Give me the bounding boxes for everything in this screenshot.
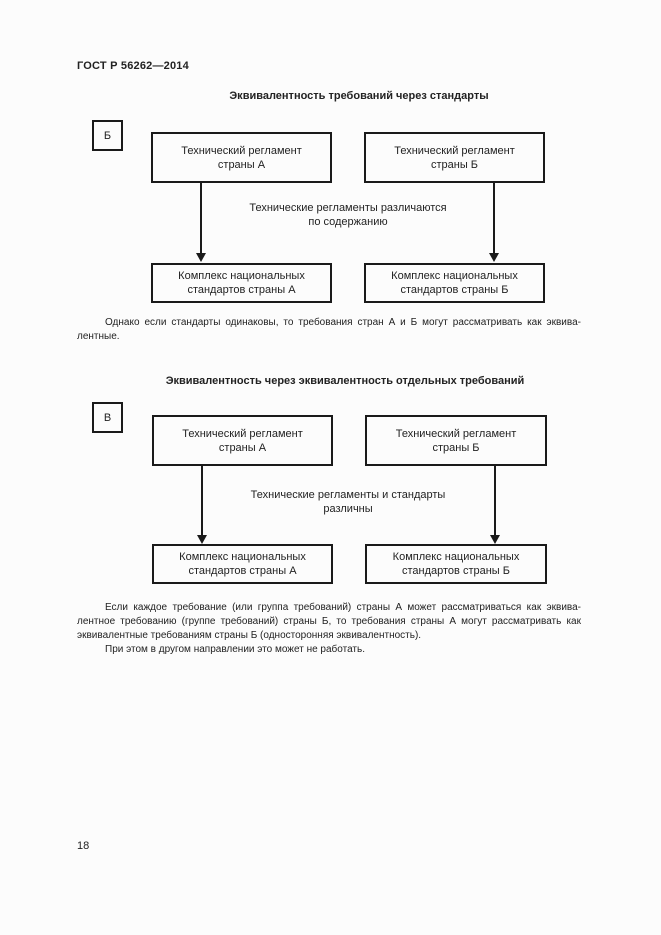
figure-b-box-standards-country-b: Комплекс национальных стандартов страны …: [364, 263, 545, 303]
arrow-head-icon: [490, 535, 500, 544]
figure-v-title: Эквивалентность через эквивалентность от…: [165, 375, 525, 387]
figure-b-label: Б: [103, 129, 112, 142]
figure-b-box-tech-reg-country-b: Технический регламент страны Б: [364, 132, 545, 183]
paragraph-line: Однако если стандарты одинаковы, то треб…: [105, 317, 581, 328]
figure-b-label-box: Б: [92, 120, 123, 151]
paragraph-line: Если каждое требование (или группа требо…: [105, 602, 581, 613]
figure-v-label: В: [103, 411, 112, 424]
arrow-line: [200, 183, 202, 254]
figure-v-arrow-caption: Технические регламенты и стандарты разли…: [250, 489, 446, 515]
figure-v-label-box: В: [92, 402, 123, 433]
document-header: ГОСТ Р 56262—2014: [77, 60, 189, 72]
paragraph-after-figure-b: Однако если стандарты одинаковы, то треб…: [77, 316, 581, 344]
arrow-line: [494, 466, 496, 536]
arrow-head-icon: [489, 253, 499, 262]
figure-b-box-standards-country-a: Комплекс национальных стандартов страны …: [151, 263, 332, 303]
arrow-line: [493, 183, 495, 254]
page-number: 18: [77, 840, 90, 852]
arrow-head-icon: [196, 253, 206, 262]
arrow-line: [201, 466, 203, 536]
paragraph-line: При этом в другом направлении это может …: [105, 644, 365, 655]
figure-b-title: Эквивалентность требований через стандар…: [229, 90, 489, 102]
paragraph-line: эквивалентные требованиям страны Б (одно…: [77, 630, 422, 641]
paragraph-after-figure-v: Если каждое требование (или группа требо…: [77, 601, 581, 657]
paragraph-line: лентное требованию (группе требований) с…: [77, 616, 581, 627]
figure-v-box-standards-country-b: Комплекс национальных стандартов страны …: [365, 544, 547, 584]
paragraph-line: лентные.: [77, 331, 120, 342]
figure-b-arrow-caption: Технические регламенты различаются по со…: [249, 202, 447, 228]
figure-v-box-tech-reg-country-a: Технический регламент страны А: [152, 415, 333, 466]
figure-b-box-tech-reg-country-a: Технический регламент страны А: [151, 132, 332, 183]
figure-v-box-standards-country-a: Комплекс национальных стандартов страны …: [152, 544, 333, 584]
figure-v-box-tech-reg-country-b: Технический регламент страны Б: [365, 415, 547, 466]
arrow-head-icon: [197, 535, 207, 544]
